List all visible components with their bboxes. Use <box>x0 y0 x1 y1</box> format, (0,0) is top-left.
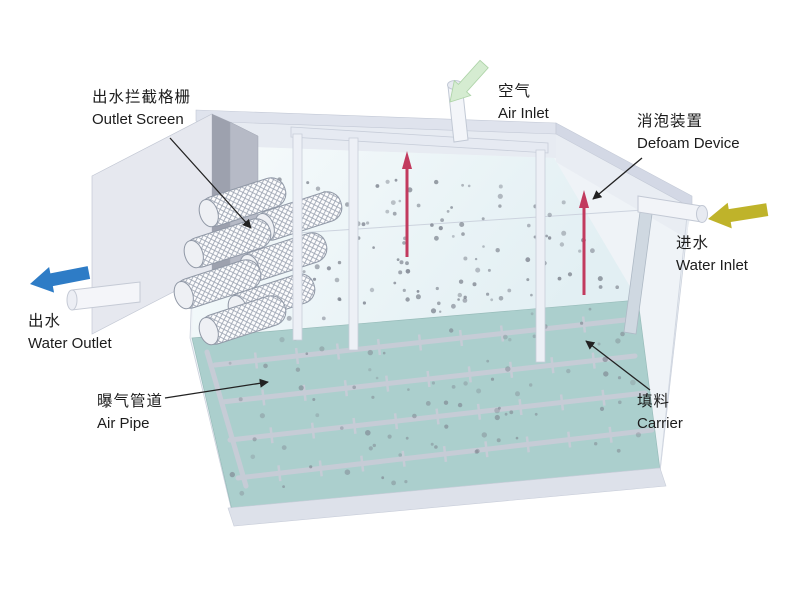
water-inlet-label-zh: 进水 <box>676 235 710 252</box>
label-outlet-screen: 出水拦截格栅 Outlet Screen <box>92 86 191 132</box>
defoam-device-label-zh: 消泡装置 <box>637 113 704 130</box>
air-pipe-leader <box>164 378 269 399</box>
right-front-corner-edge <box>659 206 689 471</box>
water-outlet-label-zh: 出水 <box>28 313 62 330</box>
air-pipe-label-zh: 曝气管道 <box>97 393 164 410</box>
defoam-device-label-en: Defoam Device <box>637 135 740 153</box>
frame-post <box>535 149 546 363</box>
annotation-arrows <box>164 137 651 399</box>
air-pipe-label-en: Air Pipe <box>97 415 150 433</box>
water-inlet-label-en: Water Inlet <box>676 257 748 275</box>
outlet-screen-cylinder <box>198 295 287 346</box>
defoam-devices <box>402 151 589 295</box>
outlet-screen-label-zh: 出水拦截格栅 <box>92 89 192 106</box>
air-inlet-label-en: Air Inlet <box>498 105 549 123</box>
inlet-pipe-cap <box>696 205 708 223</box>
outlet-screen-leader <box>169 137 252 229</box>
air-inlet-arrow <box>449 59 489 103</box>
label-water-inlet: 进水 Water Inlet <box>676 232 748 278</box>
outlet-screen-cylinder <box>183 218 272 269</box>
carrier-label-en: Carrier <box>637 415 683 433</box>
outlet-screen-label-en: Outlet Screen <box>92 111 184 129</box>
label-air-inlet: 空气 Air Inlet <box>498 80 549 126</box>
frame-post <box>348 137 359 351</box>
water-inlet-pipes <box>623 195 708 335</box>
bottom-rim <box>227 467 667 527</box>
defoam-device-leader <box>592 157 643 200</box>
defoam-rod-tip <box>402 151 412 169</box>
water-inlet-arrow <box>708 202 769 229</box>
water-outlet-pipe-cap <box>66 289 78 311</box>
air-inlet-label-zh: 空气 <box>498 83 532 100</box>
outlet-screen-cylinder <box>198 177 287 228</box>
outlet-screen-cylinder <box>173 259 262 310</box>
label-air-pipe: 曝气管道 Air Pipe <box>97 390 163 436</box>
label-water-outlet: 出水 Water Outlet <box>28 310 112 356</box>
label-carrier: 填料 Carrier <box>637 390 683 436</box>
water-outlet-label-en: Water Outlet <box>28 335 112 353</box>
defoam-rod-tip <box>579 190 589 208</box>
water-outlet-arrow <box>30 266 91 293</box>
carrier-label-zh: 填料 <box>637 393 671 410</box>
frame-post <box>292 133 303 341</box>
front-glass-edge <box>251 206 689 237</box>
carrier-leader <box>585 340 651 391</box>
outlet-screens <box>173 177 343 346</box>
label-defoam-device: 消泡装置 Defoam Device <box>637 110 740 156</box>
